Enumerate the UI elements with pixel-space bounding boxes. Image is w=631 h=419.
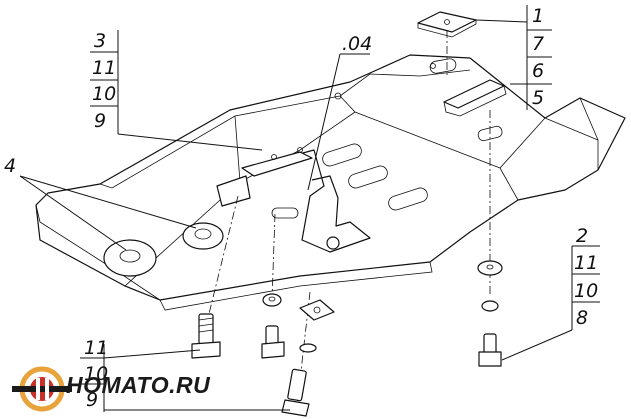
- bolt-left: [191, 313, 221, 359]
- spring-washer: [299, 343, 317, 353]
- callout-label: 1: [532, 5, 544, 27]
- mounting-bracket: [216, 147, 371, 253]
- callout-label: 9: [86, 389, 98, 411]
- bracket-top-plate: [241, 151, 313, 177]
- site-logo-text: HOMATO.RU: [66, 372, 211, 398]
- callout-label: 7: [532, 33, 544, 55]
- plate-bushings: [103, 63, 436, 277]
- callout-bottom-right: 2 11 10 8: [501, 225, 600, 361]
- callout-label: 11: [92, 57, 116, 79]
- bolt-right: [477, 260, 503, 367]
- callout-bracket: .04: [307, 33, 372, 191]
- homato-logo-icon: [12, 366, 72, 412]
- callout-label: 6: [532, 60, 544, 82]
- callout-label: 11: [574, 252, 598, 274]
- callout-bottom-left: 11 10 9: [80, 337, 290, 412]
- plate-slots: [271, 58, 503, 219]
- bracket-tab: [216, 175, 251, 207]
- callout-top-right: 1 7 6 5: [475, 5, 552, 110]
- bolt-center: [261, 293, 285, 359]
- bracket-nut: [326, 236, 340, 250]
- plate-fold-lines: [99, 69, 546, 287]
- callout-label: 2: [576, 225, 588, 247]
- callout-label: 11: [84, 337, 108, 359]
- callout-label: 10: [84, 363, 108, 385]
- callout-label: 5: [532, 87, 544, 109]
- bolt-bottom: [281, 368, 310, 417]
- fasteners: [191, 30, 503, 417]
- plate-front-edge: [35, 204, 433, 311]
- callout-top-left: 3 11 10 9: [90, 30, 263, 151]
- callout-label: 3: [94, 30, 106, 52]
- plate-right-wing: [544, 97, 599, 170]
- callout-label: 9: [94, 110, 106, 132]
- callout-label: 10: [574, 280, 598, 302]
- callout-label: 10: [92, 83, 116, 105]
- callout-label: 8: [576, 307, 588, 329]
- callout-label: 4: [4, 155, 16, 177]
- callout-left: 4: [4, 155, 197, 251]
- callout-label: .04: [342, 33, 372, 55]
- square-plate-nut: [299, 299, 335, 321]
